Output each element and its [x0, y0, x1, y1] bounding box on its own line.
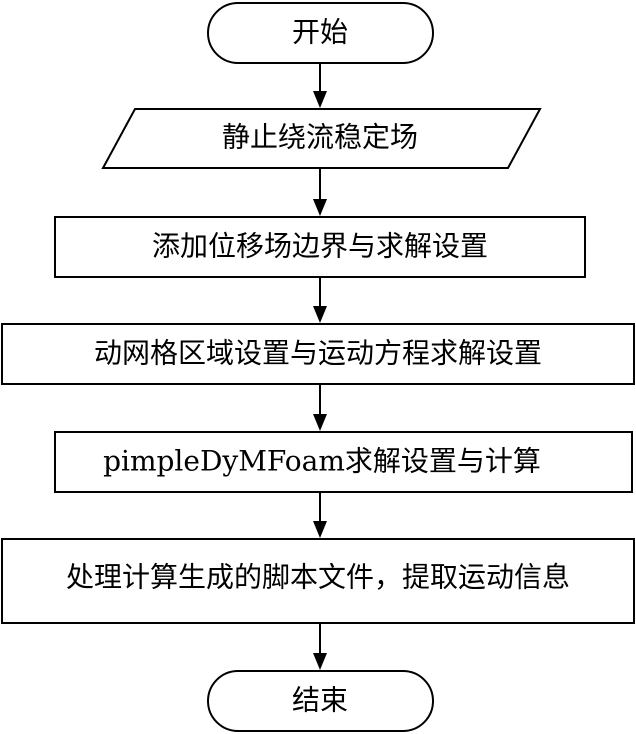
start-node: 开始	[207, 2, 434, 64]
arrow-step3-to-step4	[313, 384, 327, 431]
arrow-step5-to-end	[313, 623, 327, 670]
step5-node: 处理计算生成的脚本文件，提取运动信息	[1, 538, 635, 624]
step5-label: 处理计算生成的脚本文件，提取运动信息	[66, 561, 570, 594]
arrow-step1-to-step2	[313, 168, 327, 216]
step1-node: 静止绕流稳定场	[101, 108, 542, 169]
arrow-start-to-step1	[313, 63, 327, 108]
step3-label: 动网格区域设置与运动方程求解设置	[94, 337, 542, 370]
arrow-step4-to-step5	[313, 492, 327, 538]
step2-node: 添加位移场边界与求解设置	[54, 216, 586, 278]
step2-label: 添加位移场边界与求解设置	[152, 230, 488, 263]
start-label: 开始	[292, 16, 348, 49]
step4-label: pimpleDyMFoam求解设置与计算	[103, 445, 541, 478]
end-label: 结束	[292, 684, 348, 717]
step4-node: pimpleDyMFoam求解设置与计算	[54, 431, 633, 493]
step3-node: 动网格区域设置与运动方程求解设置	[1, 323, 635, 385]
step1-label: 静止绕流稳定场	[222, 121, 418, 154]
end-node: 结束	[207, 670, 434, 732]
arrow-step2-to-step3	[313, 277, 327, 323]
